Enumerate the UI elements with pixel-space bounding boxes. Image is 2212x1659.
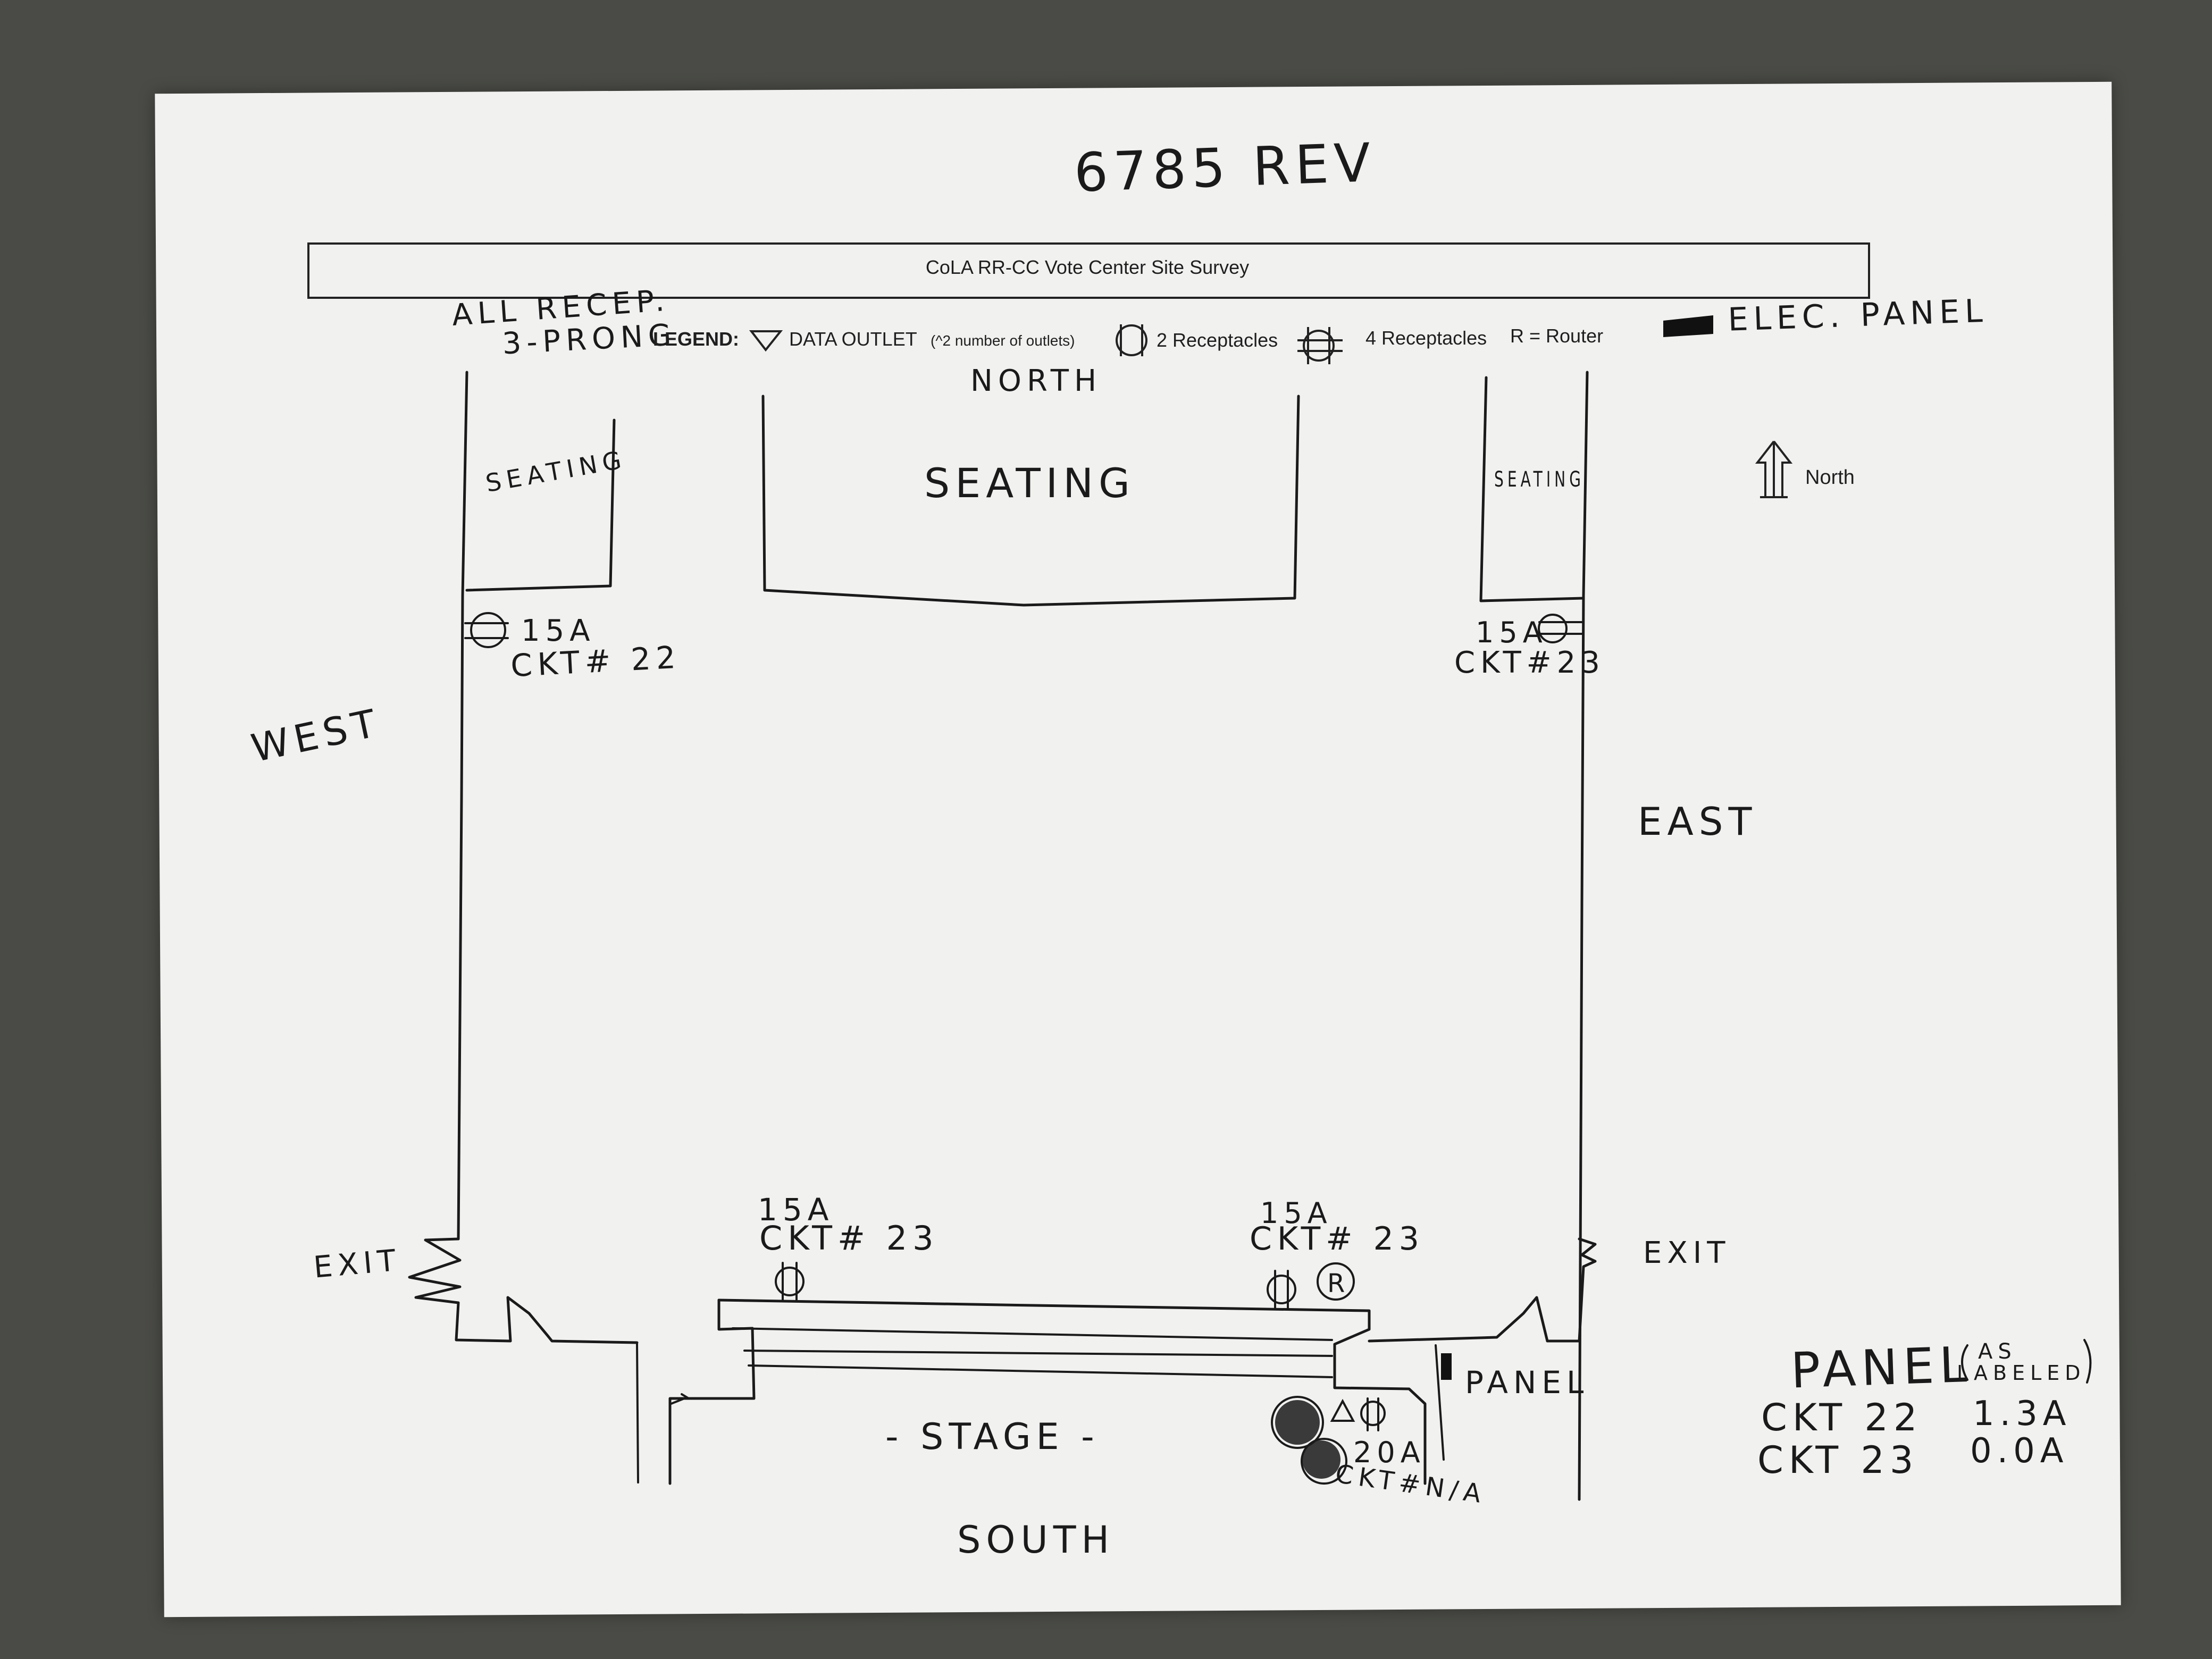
router-label: R bbox=[1327, 1269, 1350, 1298]
stage-rail-top bbox=[732, 1327, 1333, 1341]
receptacle-east-circuit: CKT#23 bbox=[1454, 646, 1605, 680]
legend-label: LEGEND: bbox=[653, 328, 739, 350]
seating-center-area bbox=[761, 395, 1300, 607]
legend-elec-panel: ELEC. PANEL bbox=[1727, 292, 1988, 339]
two-receptacle-icon bbox=[1116, 324, 1147, 356]
panel-readings-title: PANEL bbox=[1790, 1336, 1973, 1400]
legend-four-receptacles: 4 Receptacles bbox=[1365, 327, 1487, 349]
direction-west: WEST bbox=[247, 700, 384, 770]
panel-row-2-reading: 0.0A bbox=[1970, 1431, 2069, 1471]
seating-right-label: SEATING bbox=[1494, 467, 1585, 492]
legend-data-outlet-note: (^2 number of outlets) bbox=[931, 332, 1075, 349]
receptacle-south-right-amps: 15A bbox=[1260, 1196, 1333, 1230]
panel-box-icon bbox=[1441, 1353, 1452, 1380]
panel-readings-qualifier-line1: AS bbox=[1978, 1339, 2017, 1364]
stage-steps bbox=[636, 1342, 690, 1484]
data-outlet-triangle-icon bbox=[749, 330, 783, 352]
panel-readings-bracket bbox=[1961, 1339, 2092, 1384]
exit-left-door bbox=[408, 1237, 639, 1344]
seating-center-label: SEATING bbox=[924, 459, 1135, 507]
receptacle-west-symbol bbox=[464, 612, 509, 648]
east-wall bbox=[1578, 371, 1589, 1501]
exit-right-label: EXIT bbox=[1643, 1236, 1730, 1270]
receptacle-east-amps: 15A bbox=[1476, 616, 1548, 649]
stage-rail-middle bbox=[743, 1350, 1333, 1357]
legend-data-outlet: DATA OUTLET bbox=[789, 328, 917, 350]
panel-readings-qualifier-line2: LABELED bbox=[1957, 1361, 2086, 1385]
panel-label: PANEL bbox=[1465, 1364, 1589, 1401]
receptacle-west-circuit: CKT# 22 bbox=[510, 639, 682, 684]
exit-right-door bbox=[1368, 1237, 1597, 1343]
legend-router: R = Router bbox=[1510, 325, 1603, 347]
receptacle-20a-amps: 20A bbox=[1353, 1436, 1426, 1469]
elec-panel-icon bbox=[1663, 315, 1713, 337]
stage-rail-bottom bbox=[748, 1364, 1333, 1378]
seating-right-area bbox=[1479, 376, 1585, 602]
north-arrow-icon bbox=[1755, 440, 1793, 498]
panel-row-2-circuit: CKT 23 bbox=[1757, 1438, 1918, 1482]
receptacle-south-right-circuit: CKT# 23 bbox=[1250, 1220, 1425, 1258]
exit-left-label: EXIT bbox=[312, 1243, 403, 1285]
receptacle-west-amps: 15A bbox=[521, 614, 596, 648]
stage-label: - STAGE - bbox=[885, 1416, 1100, 1458]
survey-title: CoLA RR-CC Vote Center Site Survey bbox=[926, 256, 1249, 278]
legend-two-receptacles: 2 Receptacles bbox=[1157, 329, 1278, 351]
receptacle-south-right-symbol bbox=[1267, 1270, 1296, 1309]
panel-wall bbox=[1435, 1344, 1445, 1461]
revision-note: 6785 REV bbox=[1073, 131, 1377, 204]
four-receptacle-icon bbox=[1297, 327, 1343, 364]
receptacle-south-left-circuit: CKT# 23 bbox=[759, 1219, 939, 1258]
north-arrow-label: North bbox=[1805, 466, 1855, 489]
receptacle-south-left-symbol bbox=[775, 1262, 805, 1301]
panel-row-1-reading: 1.3A bbox=[1973, 1394, 2072, 1434]
stage-apron bbox=[668, 1298, 756, 1485]
panel-row-1-circuit: CKT 22 bbox=[1761, 1396, 1922, 1439]
seating-left-label: SEATING bbox=[483, 445, 629, 498]
direction-south: SOUTH bbox=[957, 1518, 1115, 1562]
stage-front-edge bbox=[717, 1298, 1427, 1485]
title-box bbox=[307, 242, 1870, 299]
receptacle-south-left-amps: 15A bbox=[758, 1192, 834, 1228]
seating-left-area bbox=[465, 418, 616, 592]
receptacle-east-symbol bbox=[1538, 614, 1583, 643]
direction-north: NORTH bbox=[970, 364, 1102, 398]
receptacle-20a-cluster bbox=[1271, 1396, 1386, 1485]
direction-east: EAST bbox=[1638, 799, 1757, 844]
west-wall bbox=[457, 371, 468, 1241]
router-symbol: R bbox=[1317, 1262, 1355, 1301]
